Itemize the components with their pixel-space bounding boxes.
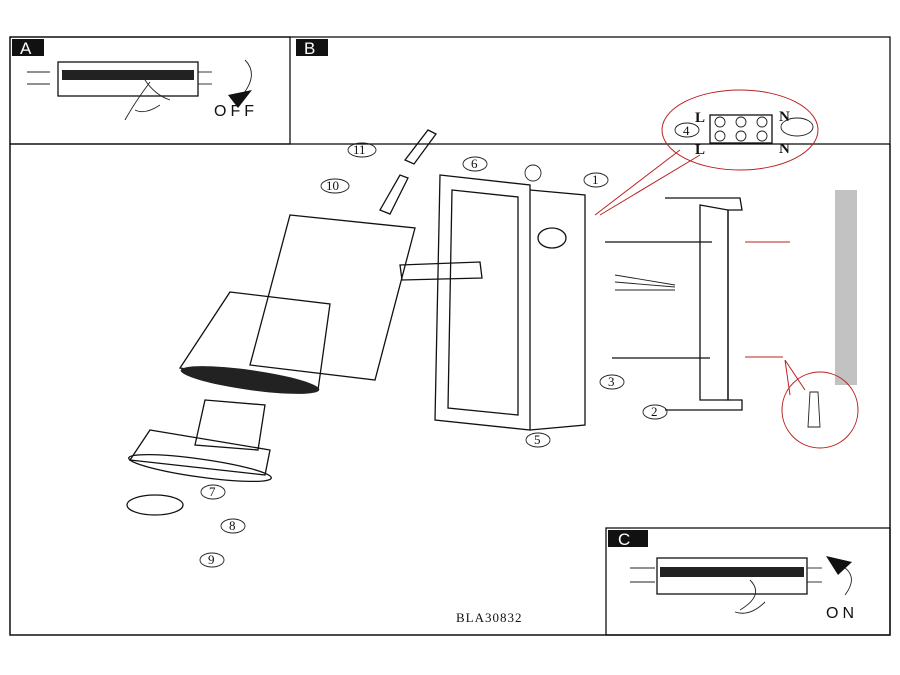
outer-frame [9,36,891,636]
svg-text:A: A [20,39,32,58]
wall-plate [434,164,586,431]
breaker-panel-a [27,59,252,121]
wall [835,190,857,385]
panel-b-frame [9,143,891,636]
step-7: 7 [200,484,226,500]
step-1: 1 [583,172,609,188]
terminal-detail-callout [661,89,819,171]
svg-text:1: 1 [592,172,599,187]
svg-text:B: B [304,39,315,58]
panel-b-tag: B [296,39,328,58]
svg-text:3: 3 [608,374,615,389]
svg-text:10: 10 [326,178,339,193]
off-label: OFF [214,103,258,120]
step-9: 9 [199,552,225,568]
svg-text:5: 5 [534,432,541,447]
terminal-live-top: L [695,110,705,126]
breaker-panel-c [630,556,852,614]
svg-text:2: 2 [651,404,658,419]
svg-text:8: 8 [229,518,236,533]
screw-10 [379,174,409,215]
panel-c-tag: C [608,530,648,549]
panel-c-frame [605,527,891,636]
step-3: 3 [599,374,625,390]
wall-plug-callout [781,371,859,449]
terminal-block [709,114,814,144]
terminal-neutral-top: N [779,109,790,125]
glass-cover [126,494,184,516]
step-8: 8 [220,518,246,534]
on-label: ON [826,605,858,622]
screw-11 [403,129,437,165]
svg-text:6: 6 [471,156,478,171]
step-6: 6 [462,156,488,172]
panel-a-tag: A [12,39,44,58]
step-2: 2 [642,404,668,420]
step-11: 11 [347,142,377,158]
step-10: 10 [320,178,350,194]
panel-a-frame [9,36,291,145]
step-5: 5 [525,432,551,448]
spot-lamp-head [178,214,483,394]
terminal-neutral-bottom: N [779,141,790,157]
mounting-bracket [605,197,743,411]
svg-text:11: 11 [353,142,366,157]
svg-text:C: C [618,530,630,549]
svg-text:7: 7 [209,484,216,499]
svg-text:4: 4 [683,123,690,138]
part-code: BLA30832 [456,610,523,625]
step-labels: 1 2 3 4 5 6 7 8 9 10 11 [199,122,700,568]
gu10-bulb [128,399,272,483]
step-4: 4 [674,122,700,138]
svg-text:9: 9 [208,552,215,567]
terminal-live-bottom: L [695,142,705,158]
